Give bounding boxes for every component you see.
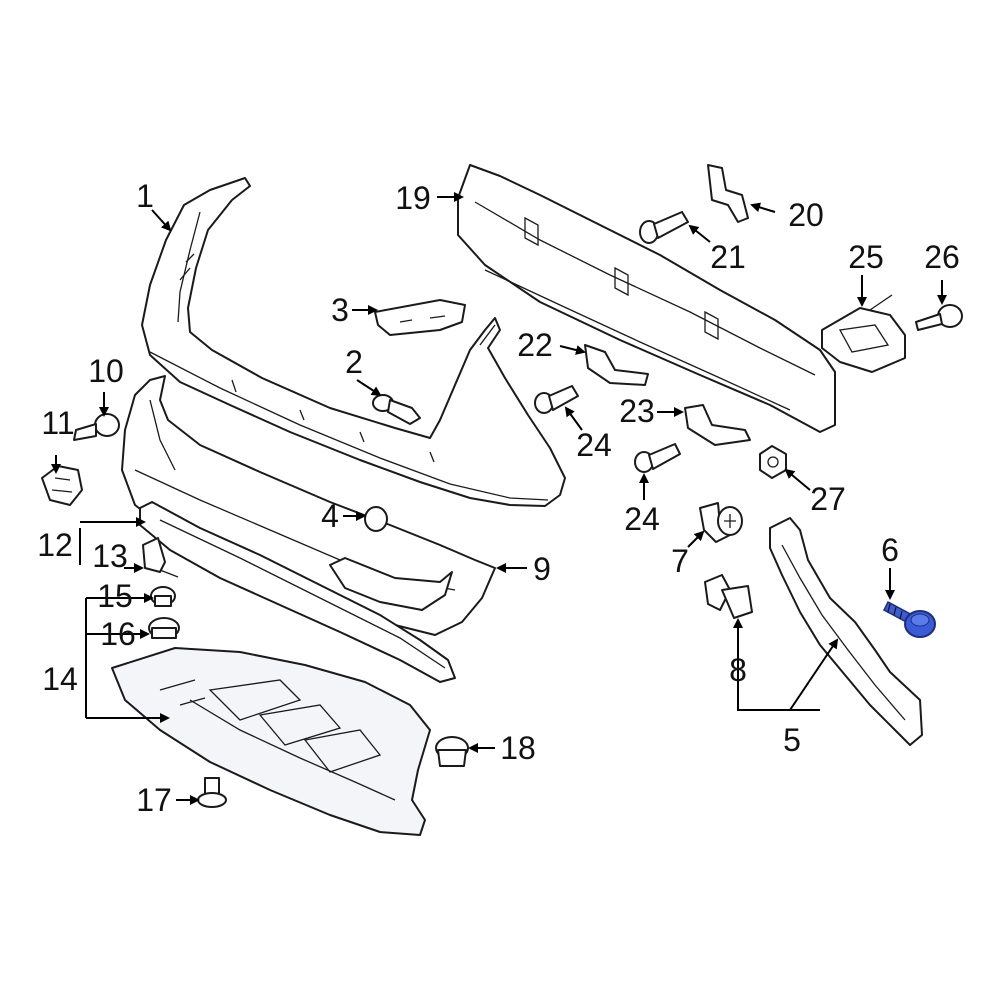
callout-2: 2 [345, 344, 363, 380]
callout-4: 4 [321, 498, 339, 534]
callout-22: 22 [517, 327, 553, 363]
callout-12: 12 [37, 527, 73, 563]
part-clip-24a [534, 385, 579, 414]
callout-18: 18 [500, 730, 536, 766]
part-clip-11 [41, 465, 83, 506]
part-bolt-6-highlighted [883, 600, 936, 638]
callout-6: 6 [881, 532, 899, 568]
part-bracket-23 [684, 404, 751, 446]
part-small-bracket [142, 537, 179, 578]
part-bracket-22 [584, 344, 649, 386]
callout-7: 7 [671, 543, 689, 579]
part-bumper-cover [141, 177, 566, 507]
part-under-cover [111, 647, 431, 836]
callout-26: 26 [924, 239, 960, 275]
part-clip-24b [634, 443, 681, 473]
part-nut-18 [435, 736, 469, 767]
callout-20: 20 [788, 197, 824, 233]
part-lower-trim [139, 501, 456, 683]
part-nut-27 [759, 445, 787, 479]
callout-23: 23 [619, 393, 655, 429]
callout-5: 5 [783, 722, 801, 758]
callout-24b: 24 [624, 501, 660, 537]
callout-24a: 24 [576, 427, 612, 463]
callout-3: 3 [331, 292, 349, 328]
callout-9: 9 [533, 551, 551, 587]
part-plug [364, 506, 388, 532]
part-pin-17 [197, 777, 227, 808]
callout-27: 27 [810, 481, 846, 517]
part-bolt-26 [915, 304, 963, 331]
callout-11: 11 [41, 405, 74, 441]
part-fastener-7 [699, 502, 743, 543]
callout-1: 1 [136, 178, 154, 214]
callout-13: 13 [92, 538, 128, 574]
callout-17: 17 [136, 782, 172, 818]
callout-19: 19 [395, 180, 431, 216]
part-lower-bumper [121, 375, 496, 636]
part-push-clip [372, 394, 421, 425]
part-clip-21 [639, 211, 689, 244]
callout-8: 8 [729, 652, 747, 688]
callout-25: 25 [848, 239, 884, 275]
callout-labels: 1 2 3 4 5 6 7 8 9 10 11 12 13 14 15 16 1… [37, 178, 960, 818]
callout-10: 10 [88, 353, 124, 389]
part-nut-16 [148, 617, 180, 639]
part-screw-10 [73, 413, 120, 441]
leader-lines [51, 192, 947, 805]
part-side-rail [769, 517, 923, 746]
part-bracket-20 [707, 164, 749, 223]
part-nut-15 [150, 586, 176, 607]
part-reinforcement-bar [457, 164, 836, 433]
part-fastener-8 [704, 574, 753, 619]
callout-16: 16 [100, 616, 136, 652]
callout-21: 21 [710, 239, 746, 275]
callout-14: 14 [42, 661, 78, 697]
callout-15: 15 [97, 578, 133, 614]
part-side-bracket [374, 299, 466, 336]
part-module-25 [821, 294, 906, 373]
